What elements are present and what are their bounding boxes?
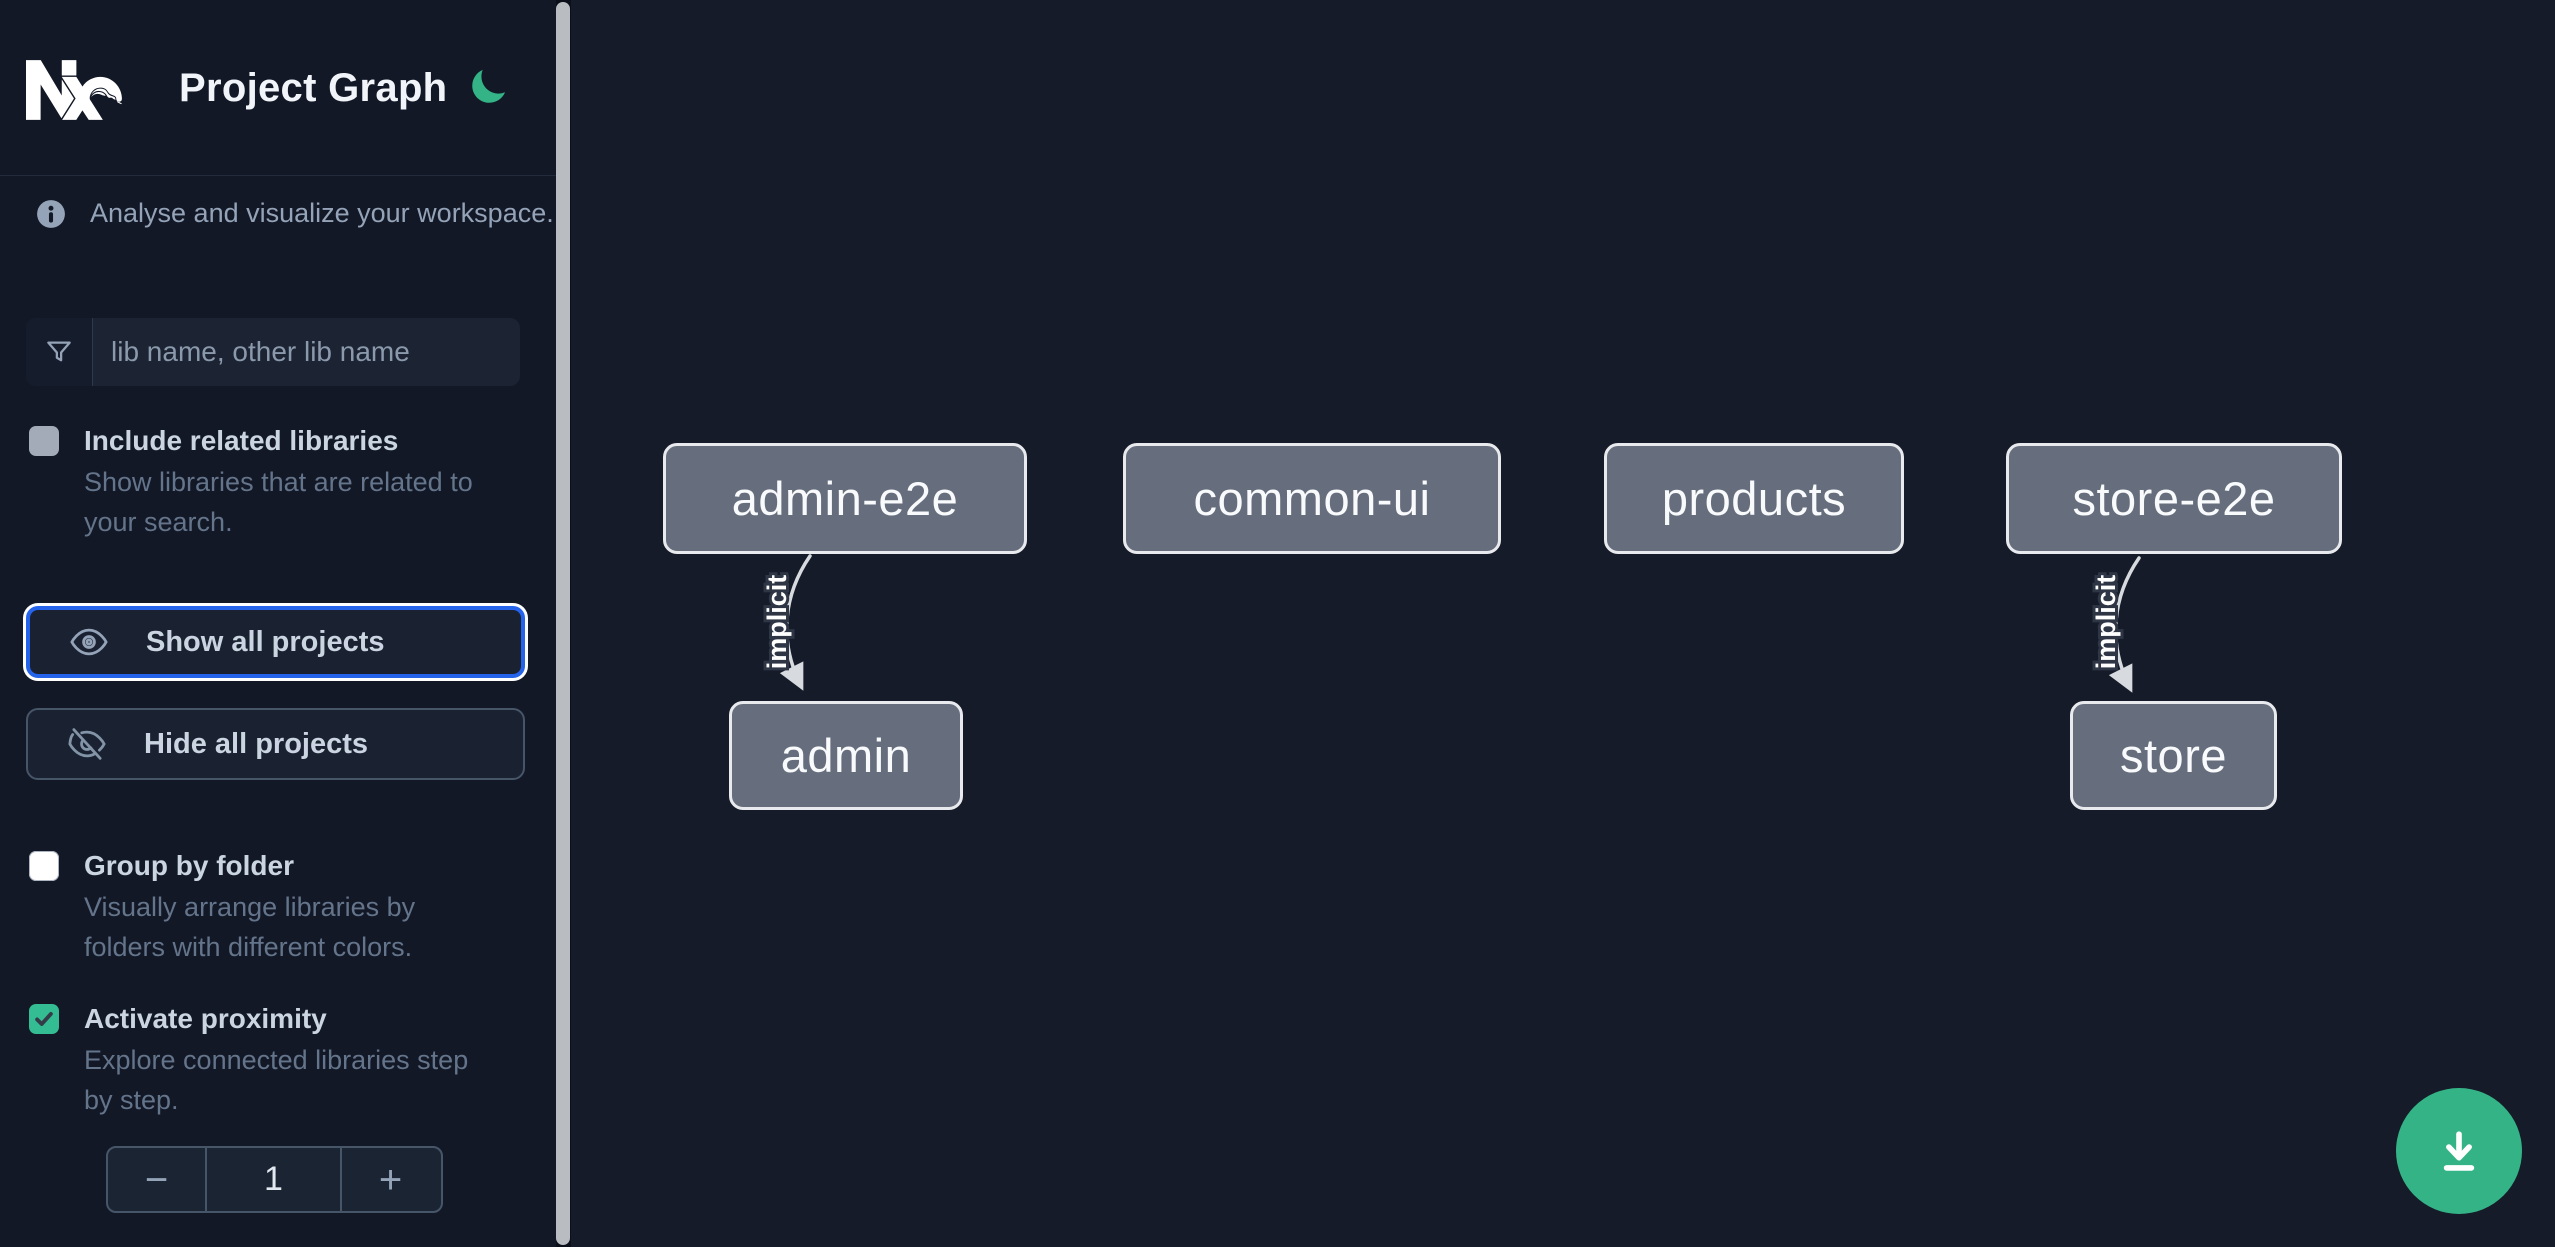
graph-node-admin[interactable]: admin: [729, 701, 963, 810]
search-box: [26, 318, 520, 386]
funnel-icon-cell: [26, 318, 93, 386]
option-include-related-libraries: Include related libraries Show libraries…: [29, 424, 534, 542]
activate-proximity-label: Activate proximity: [84, 1003, 327, 1034]
eye-icon: [70, 628, 108, 656]
moon-icon: [472, 69, 506, 103]
proximity-depth-value[interactable]: [205, 1148, 342, 1211]
search-input[interactable]: [93, 318, 520, 386]
proximity-depth-stepper: − +: [106, 1146, 443, 1213]
activate-proximity-description: Explore connected libraries step by step…: [84, 1045, 469, 1115]
show-all-projects-label: Show all projects: [146, 625, 385, 658]
include-related-label: Include related libraries: [84, 425, 399, 456]
graph-node-store[interactable]: store: [2070, 701, 2277, 810]
download-icon: [2443, 1131, 2475, 1171]
tagline-text: Analyse and visualize your workspace.: [90, 198, 554, 228]
decrement-button[interactable]: −: [108, 1148, 205, 1211]
edge-label-implicit: implicit: [2091, 575, 2121, 670]
funnel-icon: [47, 341, 71, 362]
include-related-description: Show libraries that are related to your …: [84, 467, 473, 537]
graph-node-store-e2e[interactable]: store-e2e: [2006, 443, 2342, 554]
page-title: Project Graph: [179, 66, 448, 110]
sidebar-scrollbar-thumb[interactable]: [556, 2, 570, 1245]
group-by-folder-description: Visually arrange libraries by folders wi…: [84, 892, 416, 962]
edge-admin-e2e-to-admin: [779, 554, 812, 691]
increment-button[interactable]: +: [342, 1148, 439, 1211]
tagline-row: Analyse and visualize your workspace.: [36, 198, 554, 229]
group-by-folder-label: Group by folder: [84, 850, 294, 881]
nx-logo-icon: [26, 60, 122, 120]
graph-node-products[interactable]: products: [1604, 443, 1904, 554]
graph-canvas[interactable]: implicit implicit admin-e2e common-ui pr…: [571, 0, 2555, 1247]
theme-toggle-button[interactable]: [462, 62, 514, 114]
edge-label-implicit: implicit: [762, 575, 792, 670]
graph-node-common-ui[interactable]: common-ui: [1123, 443, 1501, 554]
option-group-by-folder: Group by folder Visually arrange librari…: [29, 849, 534, 967]
download-graph-button[interactable]: [2396, 1088, 2522, 1214]
graph-edges-layer: implicit implicit: [759, 554, 2141, 693]
checkmark-icon: [35, 1012, 53, 1026]
sidebar: Project Graph Analyse and visualize your…: [0, 0, 556, 1247]
hide-all-projects-button[interactable]: Hide all projects: [26, 708, 525, 780]
show-all-projects-button[interactable]: Show all projects: [26, 606, 525, 678]
eye-slash-icon: [68, 728, 106, 760]
option-activate-proximity: Activate proximity Explore connected lib…: [29, 1002, 534, 1120]
edge-store-e2e-to-store: [2108, 556, 2141, 693]
group-by-folder-checkbox[interactable]: [29, 851, 59, 881]
hide-all-projects-label: Hide all projects: [144, 727, 369, 760]
graph-node-admin-e2e[interactable]: admin-e2e: [663, 443, 1027, 554]
activate-proximity-checkbox[interactable]: [29, 1004, 59, 1034]
info-icon: [37, 199, 65, 228]
sidebar-header: Project Graph: [0, 0, 556, 176]
include-related-checkbox[interactable]: [29, 426, 59, 456]
